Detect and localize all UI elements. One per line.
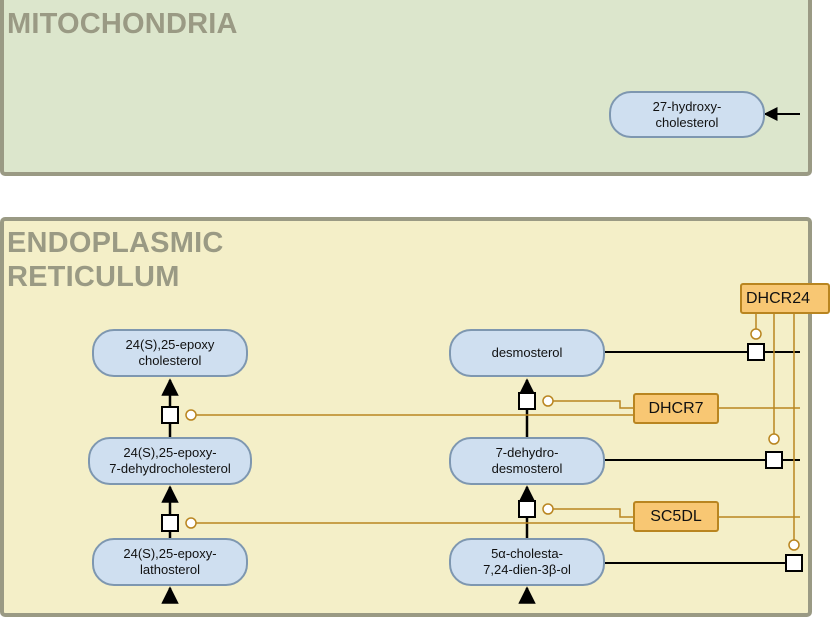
catalysis-circle <box>542 503 554 515</box>
process-node <box>765 451 783 469</box>
catalysis-line-sc5dl-middle <box>553 508 633 518</box>
metabolite-24s25-epoxy-7-dehydrocholesterol[interactable]: 24(S),25-epoxy- 7-dehydrocholesterol <box>88 437 252 485</box>
catalysis-circle <box>185 409 197 421</box>
pathway-connections <box>161 107 803 604</box>
mitochondria-compartment <box>0 0 812 176</box>
metabolite-27-hydroxycholesterol[interactable]: 27-hydroxy- cholesterol <box>609 91 765 138</box>
metabolite-24s25-epoxy-lathosterol[interactable]: 24(S),25-epoxy- lathosterol <box>92 538 248 586</box>
catalysis-circle <box>788 539 800 551</box>
metabolite-5a-cholesta-7-24-dien-3b-ol[interactable]: 5α-cholesta- 7,24-dien-3β-ol <box>449 538 605 586</box>
catalysis-line-dhcr7-middle <box>553 400 633 409</box>
metabolite-24s25-epoxycholesterol[interactable]: 24(S),25-epoxy cholesterol <box>92 329 248 377</box>
enzyme-dhcr24[interactable]: DHCR24 <box>740 283 830 314</box>
mitochondria-label: MITOCHONDRIA <box>7 8 238 40</box>
metabolite-desmosterol[interactable]: desmosterol <box>449 329 605 377</box>
process-node <box>161 514 179 532</box>
catalysis-circle <box>768 433 780 445</box>
process-node <box>161 406 179 424</box>
catalysis-circle <box>185 517 197 529</box>
endoplasmic-reticulum-label: ENDOPLASMIC RETICULUM <box>7 227 224 293</box>
metabolite-7-dehydrodesmosterol[interactable]: 7-dehydro- desmosterol <box>449 437 605 485</box>
process-node <box>518 500 536 518</box>
enzyme-dhcr7[interactable]: DHCR7 <box>633 393 719 424</box>
enzyme-sc5dl[interactable]: SC5DL <box>633 501 719 532</box>
process-node <box>518 392 536 410</box>
catalysis-circle <box>750 328 762 340</box>
process-node <box>747 343 765 361</box>
catalysis-circle <box>542 395 554 407</box>
process-node <box>785 554 803 572</box>
